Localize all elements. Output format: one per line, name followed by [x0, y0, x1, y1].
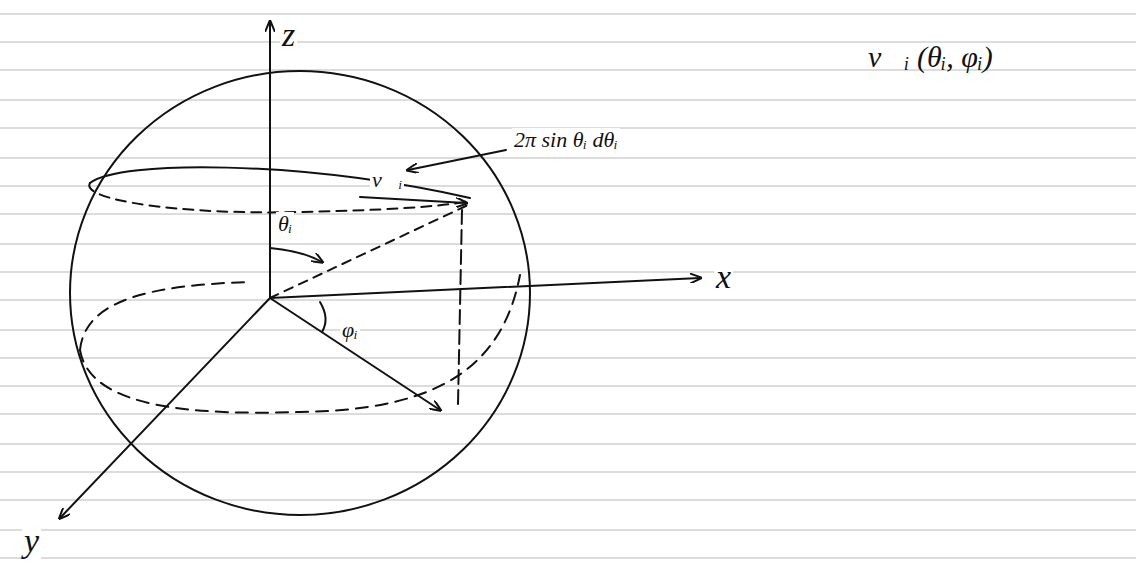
- axis-label: y: [22, 522, 41, 559]
- z-axis: [269, 22, 271, 298]
- angle-label: φᵢ: [340, 318, 360, 342]
- latitude-ring-front: [89, 183, 470, 212]
- vector-line: [270, 205, 468, 298]
- latitude-ring-back: [90, 167, 470, 198]
- ruled-lines: [0, 14, 1136, 558]
- x-axis: [270, 278, 700, 298]
- sphere-outline: [70, 71, 530, 515]
- theta-arc: [270, 248, 322, 262]
- projection-line: [270, 298, 440, 410]
- phi-arc: [320, 302, 326, 332]
- y-axis: [60, 298, 270, 518]
- vector-definition: v⃗ᵢ (θᵢ, φᵢ): [866, 40, 995, 73]
- vector-arrow: [360, 197, 466, 203]
- angle-label: θᵢ: [276, 212, 294, 236]
- leader-line: [408, 150, 506, 170]
- axis-label: x: [714, 258, 733, 295]
- axis-label: z: [280, 16, 297, 53]
- equator-back: [80, 282, 250, 350]
- vector-label: v⃗ᵢ: [370, 168, 404, 192]
- element-expression: 2π sin θᵢ dθᵢ: [512, 128, 620, 152]
- drop-line: [458, 210, 462, 404]
